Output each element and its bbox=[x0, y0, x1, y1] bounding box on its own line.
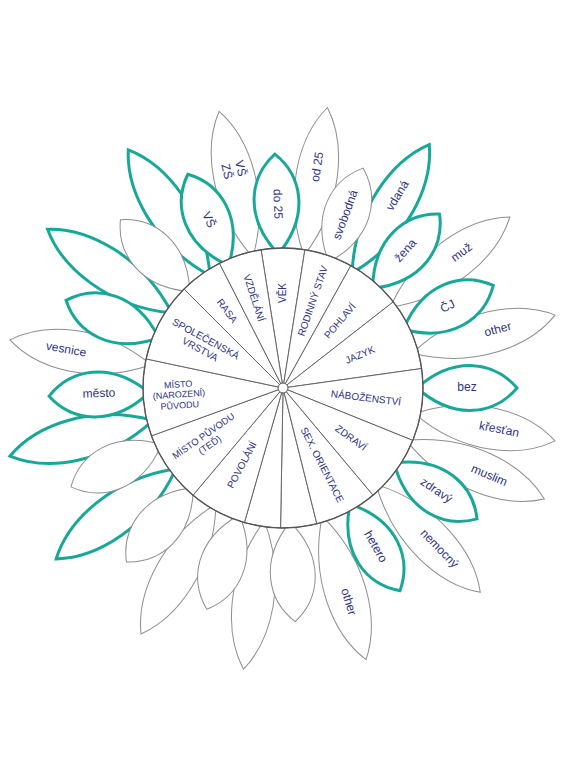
value-petal: město bbox=[46, 369, 153, 420]
value-label: město bbox=[83, 387, 116, 402]
label-group: město bbox=[83, 387, 116, 402]
circle-outline bbox=[143, 248, 423, 528]
category-label: MÍSTO (NAROZENÍ) PŮVODU bbox=[138, 377, 220, 414]
petal-outline bbox=[378, 201, 523, 324]
sector-wedge bbox=[283, 388, 373, 524]
value-petal: svobodná bbox=[318, 165, 375, 266]
value-label: ZŠ bbox=[217, 162, 234, 181]
petal-outline bbox=[252, 153, 300, 255]
sector-wedge bbox=[219, 250, 283, 388]
value-label: do 25 bbox=[269, 189, 284, 219]
value-petal: ČJ bbox=[400, 276, 497, 337]
petal-outline bbox=[268, 521, 318, 623]
value-petal: zdravý bbox=[391, 459, 480, 525]
value-label: bez bbox=[457, 381, 476, 395]
label-group: MÍSTO (NAROZENÍ) PŮVODU bbox=[138, 377, 220, 414]
petal-outline bbox=[48, 370, 150, 418]
label-group: do 25 bbox=[269, 189, 284, 219]
label-group: bez bbox=[457, 381, 476, 395]
value-petal: hetero bbox=[344, 501, 407, 594]
value-petal: do 25 bbox=[251, 151, 302, 258]
petal-outline bbox=[417, 366, 517, 411]
value-petal: VŠ bbox=[178, 171, 237, 269]
value-petal: žena bbox=[369, 211, 444, 292]
value-petal: bez bbox=[414, 362, 520, 414]
center-circle bbox=[278, 383, 288, 393]
label-group: VĚK bbox=[277, 283, 289, 303]
category-label: VĚK bbox=[277, 283, 289, 303]
